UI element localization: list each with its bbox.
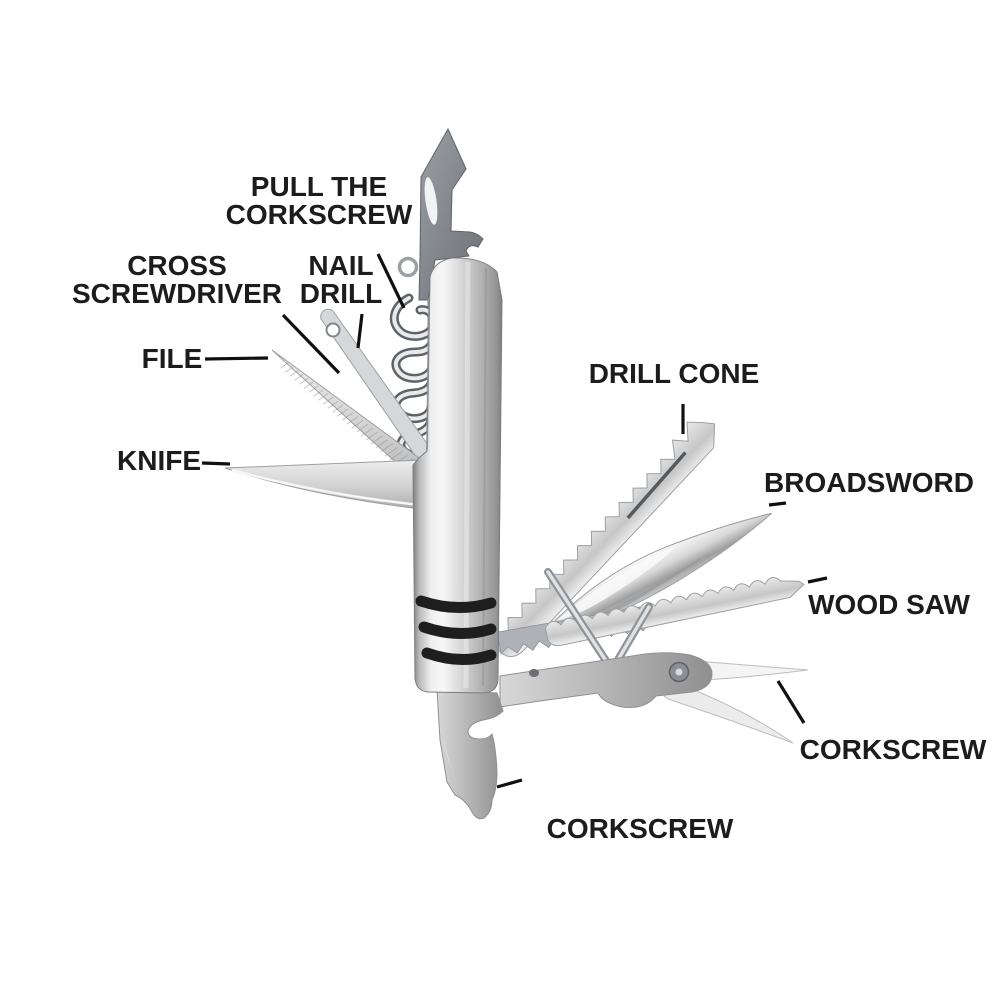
keyring-icon bbox=[397, 256, 419, 278]
label-line: PULL THE bbox=[250, 171, 388, 202]
scissors-body bbox=[499, 652, 713, 708]
label-line: CORKSCREW bbox=[225, 199, 413, 230]
label-wood-saw: WOOD SAW bbox=[808, 589, 970, 620]
leader-lines bbox=[201, 253, 828, 789]
label-drill-cone: DRILL CONE bbox=[588, 358, 760, 389]
label-file: FILE bbox=[141, 343, 203, 374]
leader-line-corkscrew-bottom bbox=[496, 778, 523, 789]
label-nail-drill: NAIL DRILL bbox=[300, 252, 382, 308]
bottom-opener-tool bbox=[436, 689, 504, 820]
label-corkscrew-bottom: CORKSCREW bbox=[546, 813, 734, 844]
leader-line-file bbox=[204, 356, 269, 361]
label-corkscrew-right: CORKSCREW bbox=[799, 734, 987, 765]
leader-line-broadsword bbox=[768, 501, 787, 507]
leader-line-nail-drill bbox=[356, 313, 364, 349]
label-line: CROSS bbox=[127, 250, 227, 281]
leader-line-wood-saw bbox=[807, 576, 828, 584]
wood-saw-tool bbox=[544, 577, 805, 646]
label-line: SCREWDRIVER bbox=[71, 278, 283, 309]
scissors-tool bbox=[499, 652, 809, 744]
label-knife: KNIFE bbox=[117, 445, 201, 476]
label-broadsword: BROADSWORD bbox=[764, 467, 974, 498]
label-pull-the-corkscrew: PULL THE CORKSCREW bbox=[226, 173, 413, 229]
grip-slot bbox=[421, 647, 497, 666]
top-opener-plate bbox=[397, 127, 484, 301]
nail-drill-hole bbox=[325, 322, 341, 338]
saw-groove bbox=[626, 451, 687, 520]
leader-line-pull-the-corkscrew bbox=[376, 253, 406, 309]
leader-line-corkscrew-right bbox=[776, 680, 806, 724]
scissors-rivet bbox=[529, 669, 539, 677]
label-cross-screwdriver: CROSS SCREWDRIVER bbox=[72, 252, 282, 308]
label-line: NAIL bbox=[308, 250, 374, 281]
drill-cone-saw-tool bbox=[493, 421, 716, 658]
nail-drill-tool bbox=[320, 308, 456, 494]
grip-slot bbox=[415, 595, 497, 614]
label-line: DRILL bbox=[299, 278, 383, 309]
leader-line-knife bbox=[201, 461, 231, 466]
handle-body bbox=[412, 257, 503, 694]
leader-line-cross-screwdriver bbox=[281, 313, 341, 375]
grip-slot bbox=[418, 621, 497, 640]
